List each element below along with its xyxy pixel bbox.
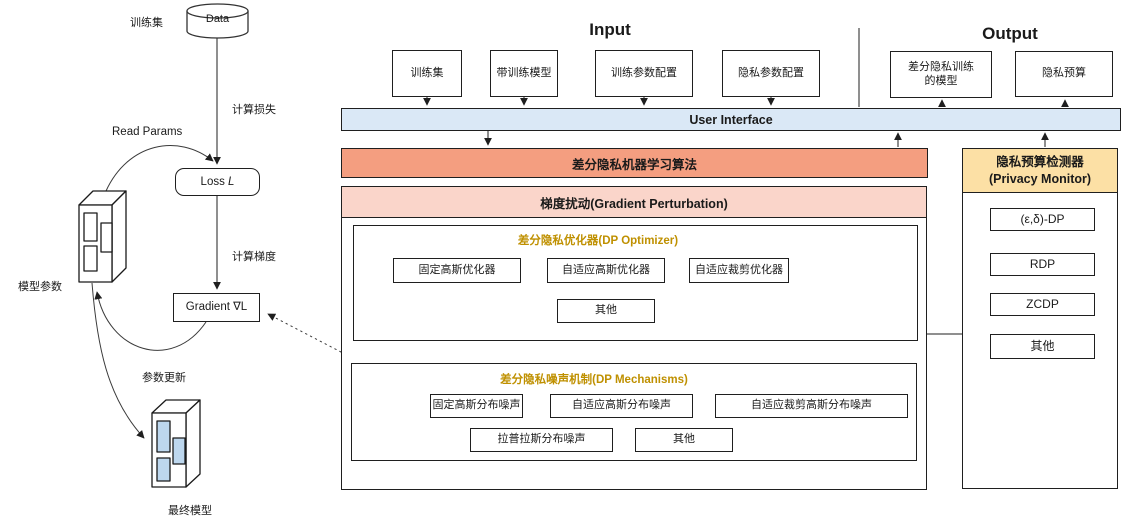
compute-loss-label: 计算损失 — [232, 104, 276, 116]
read-params-label: Read Params — [112, 126, 183, 138]
output-box-privacy-budget: 隐私预算 — [1015, 51, 1113, 97]
monitor-box-rdp: RDP — [990, 253, 1095, 276]
edge-dotted-perturbation-to-gradient — [267, 313, 342, 353]
privacy-monitor-container: 隐私预算检测器 (Privacy Monitor) (ε,δ)-DP RDP Z… — [962, 148, 1118, 489]
optimizer-box-fixed-gaussian: 固定高斯优化器 — [393, 258, 521, 283]
gradient-node: Gradient ∇L — [173, 293, 260, 322]
mechanism-box-adaptive-gaussian-noise: 自适应高斯分布噪声 — [550, 394, 693, 418]
output-box-dp-model: 差分隐私训练 的模型 — [890, 51, 992, 98]
mechanism-box-other: 其他 — [635, 428, 733, 452]
output-box-dp-model-line1: 差分隐私训练 — [908, 60, 974, 73]
privacy-monitor-title-cn: 隐私预算检测器 — [996, 154, 1084, 169]
loss-node: Loss L — [175, 168, 260, 196]
input-box-train-set: 训练集 — [392, 50, 462, 97]
optimizer-box-other: 其他 — [557, 299, 655, 323]
model-params-server-icon — [78, 190, 127, 283]
dp-optimizer-title: 差分隐私优化器(DP Optimizer) — [517, 235, 679, 247]
output-box-dp-model-line2: 的模型 — [924, 74, 958, 87]
privacy-monitor-header: 隐私预算检测器 (Privacy Monitor) — [962, 148, 1118, 193]
output-section-title: Output — [982, 24, 1038, 43]
input-section-title: Input — [589, 20, 631, 39]
monitor-box-other: 其他 — [990, 334, 1095, 359]
dp-mechanisms-title: 差分隐私噪声机制(DP Mechanisms) — [500, 374, 688, 386]
train-set-label: 训练集 — [130, 17, 163, 29]
loss-word: Loss — [200, 175, 225, 188]
final-model-server-icon — [151, 399, 201, 488]
data-cylinder-label: Data — [205, 13, 230, 25]
user-interface-bar: User Interface — [341, 108, 1121, 131]
input-box-train-config: 训练参数配置 — [595, 50, 693, 97]
input-box-pretrained-model: 带训练模型 — [490, 50, 558, 97]
mechanism-box-fixed-gaussian-noise: 固定高斯分布噪声 — [430, 394, 523, 418]
privacy-monitor-title-en: (Privacy Monitor) — [988, 171, 1092, 186]
compute-gradient-label: 计算梯度 — [232, 251, 276, 263]
edge-params-to-final-model — [91, 282, 145, 439]
final-model-label: 最终模型 — [168, 505, 212, 517]
gradient-perturbation-header: 梯度扰动(Gradient Perturbation) — [342, 187, 926, 218]
mechanism-box-laplace-noise: 拉普拉斯分布噪声 — [470, 428, 613, 452]
dp-ml-algorithm-bar: 差分隐私机器学习算法 — [341, 148, 928, 178]
input-box-privacy-config: 隐私参数配置 — [722, 50, 820, 97]
mechanism-box-adaptive-clipped-gaussian-noise: 自适应裁剪高斯分布噪声 — [715, 394, 908, 418]
model-params-label: 模型参数 — [18, 281, 62, 293]
optimizer-box-adaptive-clipping: 自适应裁剪优化器 — [689, 258, 789, 283]
monitor-box-zcdp: ZCDP — [990, 293, 1095, 316]
optimizer-box-adaptive-gaussian: 自适应高斯优化器 — [547, 258, 665, 283]
monitor-box-epsilon-delta-dp: (ε,δ)-DP — [990, 208, 1095, 231]
param-update-label: 参数更新 — [142, 372, 186, 384]
loss-symbol: L — [228, 175, 235, 188]
